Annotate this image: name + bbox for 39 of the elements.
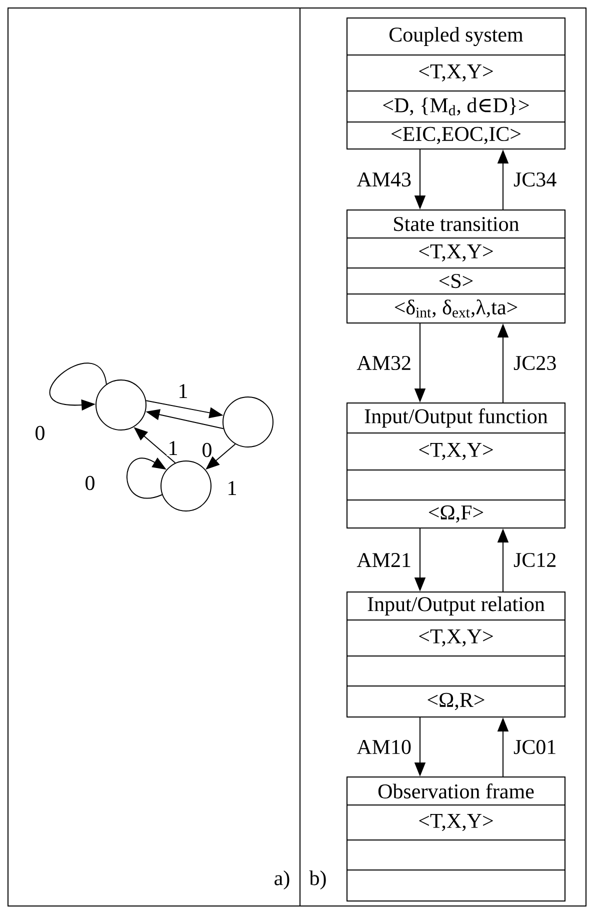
edge-label: JC01 [512, 738, 558, 756]
edge-label: 1 [166, 440, 180, 456]
edge-label: 1 [176, 383, 190, 399]
table-row: <Ω,R> [346, 686, 566, 718]
edge-label: JC12 [512, 552, 558, 568]
table-row [346, 656, 566, 686]
state-circle [96, 380, 146, 430]
panel-label: b) [309, 870, 326, 890]
table-row [346, 470, 566, 500]
table-row: Input/Output function [346, 402, 566, 434]
edge-label: 0 [84, 474, 96, 492]
table-row: <T,X,Y> [346, 804, 566, 840]
table-row: <Ω,F> [346, 500, 566, 528]
table-row: <S> [346, 268, 566, 294]
edge-label: AM10 [356, 738, 412, 756]
table-row: State transition [346, 210, 566, 238]
table-row: <T,X,Y> [346, 432, 566, 470]
edge-label: JC23 [512, 354, 558, 372]
edge-label: AM43 [356, 171, 412, 188]
table-row: <D, {M$_{d}$, d∈D}> [346, 90, 566, 122]
panel-label: a) [274, 870, 290, 890]
table-row [346, 840, 566, 870]
table-row: Input/Output relation [346, 592, 566, 620]
table-row: <T,X,Y> [346, 54, 566, 92]
state-circle [160, 460, 212, 512]
edge-label: AM32 [356, 354, 412, 372]
edge-label: JC34 [512, 171, 558, 188]
table-row [346, 870, 566, 902]
edge-label: 1 [226, 480, 238, 496]
table-row: <δ$_{int}$, δ$_{ext}$,λ,ta> [346, 294, 566, 324]
table-row: Coupled system [346, 18, 566, 56]
table-row: <EIC,EOC,IC> [346, 122, 566, 150]
table-row: <T,X,Y> [346, 620, 566, 656]
edge-label: 0 [34, 424, 46, 442]
table-row: Observation frame [346, 776, 566, 806]
edge-label: AM21 [356, 552, 412, 568]
edge-label: 0 [200, 442, 214, 458]
state-circle [222, 396, 274, 448]
table-row: <T,X,Y> [346, 238, 566, 268]
